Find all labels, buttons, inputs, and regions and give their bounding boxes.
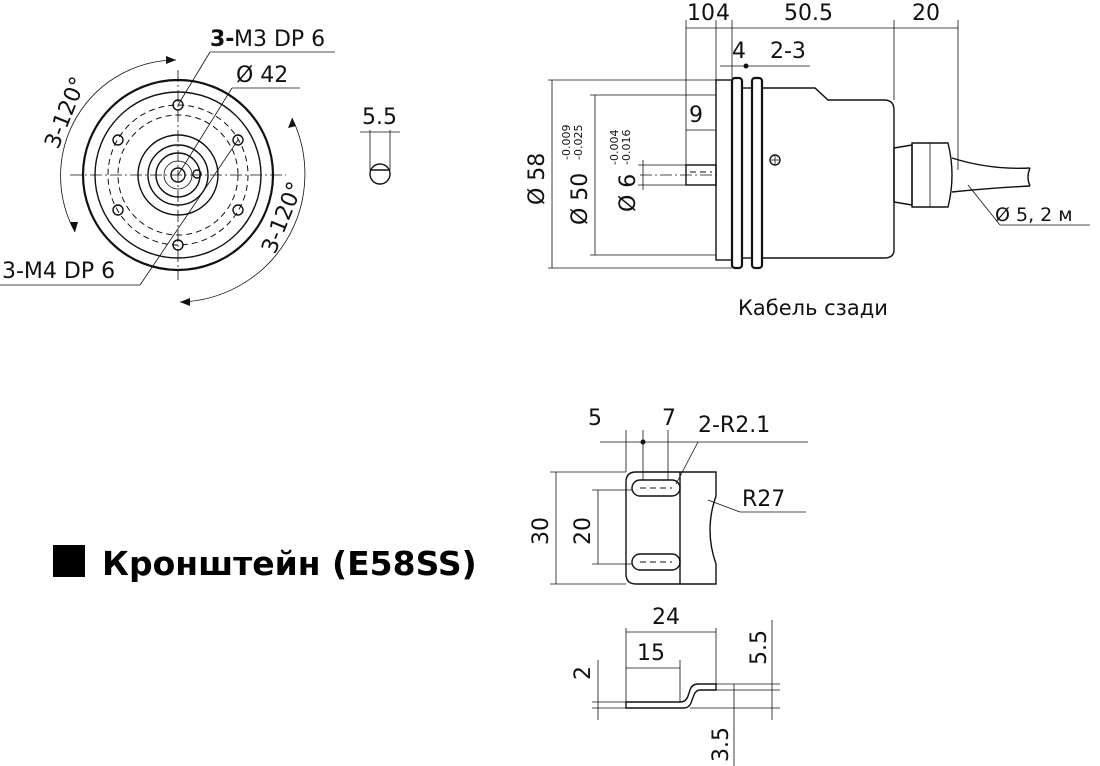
slot-top <box>631 479 681 497</box>
r27-leader <box>707 499 741 513</box>
dim-dot <box>640 439 646 445</box>
mounting-hole <box>112 134 124 146</box>
arrow <box>70 222 78 232</box>
bracket-outline <box>625 471 717 585</box>
dia-6-tol-lower: -0.016 <box>620 130 633 165</box>
cable-label: Ø 5, 2 м <box>995 204 1073 226</box>
cable-lower <box>951 185 1031 193</box>
bracket-title: Кронштейн (E58SS) <box>102 544 477 583</box>
dim-30: 30 <box>529 517 554 545</box>
shaft-detail: 5.5 <box>360 105 400 185</box>
dim-dot <box>743 63 749 69</box>
angle-label-top: 3-120° <box>40 73 91 152</box>
cable <box>951 157 1031 169</box>
m3-count: 3- <box>210 27 234 52</box>
dim-2-3: 2-3 <box>770 39 806 64</box>
mounting-hole <box>172 99 184 111</box>
dim-50-5: 50.5 <box>784 1 833 26</box>
pcd42-label: Ø 42 <box>236 63 288 88</box>
cable-cut <box>1027 167 1031 187</box>
dia-58: Ø 58 <box>525 153 550 205</box>
cable-gland <box>893 144 913 206</box>
front-screw <box>192 169 202 179</box>
mounting-hole <box>232 204 244 216</box>
ring-gap <box>741 87 753 259</box>
m3-leader <box>177 51 211 106</box>
side-caption: Кабель сзади <box>738 296 888 320</box>
dia-50-tol-lower: -0.025 <box>572 125 585 160</box>
mounting-hole <box>112 204 124 216</box>
dia-50-tol-upper: -0.009 <box>560 125 573 160</box>
dim-4: 4 <box>732 39 746 64</box>
side-view: 10 4 50.5 20 4 2-3 9 Ø 58 Ø 50 -0.009 -0… <box>525 1 1090 320</box>
outer-radius: R27 <box>742 487 785 512</box>
arrow <box>166 56 176 64</box>
cable-leader <box>967 184 1001 226</box>
heading-square <box>53 545 85 577</box>
angle-arc-bottom <box>179 117 306 303</box>
slot-bottom <box>631 553 681 571</box>
pcd42-leader <box>177 87 233 176</box>
dim-4-top: 4 <box>716 1 730 26</box>
arrow <box>288 118 296 128</box>
encoder-body <box>761 87 895 259</box>
cable-gland-nut <box>911 142 953 208</box>
dia-6: Ø 6 <box>616 174 641 212</box>
angle-arc-top <box>60 59 177 233</box>
dim-20: 20 <box>912 1 940 26</box>
slot-leader <box>675 441 699 485</box>
dim-24: 24 <box>652 605 680 630</box>
arrow <box>180 298 190 306</box>
flat-width-label: 5.5 <box>362 105 397 130</box>
ground-screw <box>769 154 781 166</box>
dim-10: 10 <box>687 1 715 26</box>
bracket-profile <box>625 683 717 709</box>
dim-15: 15 <box>637 641 665 666</box>
shaft-section <box>369 163 391 185</box>
bracket-section: Кронштейн (E58SS) 5 7 2-R2.1 R27 30 20 <box>53 406 808 766</box>
front-view: 3- M3 DP 6 Ø 42 3-M4 DP 6 3-120° 3-120° <box>0 27 335 306</box>
dim-20-bracket: 20 <box>571 517 596 545</box>
mounting-hole <box>232 134 244 146</box>
dim-5-5: 5.5 <box>747 630 772 665</box>
mounting-hole <box>172 239 184 251</box>
clamp-ring-1 <box>730 76 744 270</box>
dim-3-5: 3.5 <box>709 727 734 762</box>
front-flange <box>715 79 733 261</box>
dia-50: Ø 50 <box>568 173 593 225</box>
dim-9: 9 <box>689 103 703 128</box>
m4-label: 3-M4 DP 6 <box>2 259 115 284</box>
slot-radius: 2-R2.1 <box>698 413 770 438</box>
clamp-ring-2 <box>750 76 764 270</box>
dim-2: 2 <box>571 666 596 680</box>
dim-5: 5 <box>588 406 602 431</box>
angle-label-bottom: 3-120° <box>257 178 308 257</box>
m3-spec: M3 DP 6 <box>234 27 325 52</box>
front-pcd-circle <box>107 104 249 246</box>
m4-leader <box>139 139 239 286</box>
dim-7: 7 <box>662 406 676 431</box>
dia-6-tol-upper: -0.004 <box>608 130 621 165</box>
